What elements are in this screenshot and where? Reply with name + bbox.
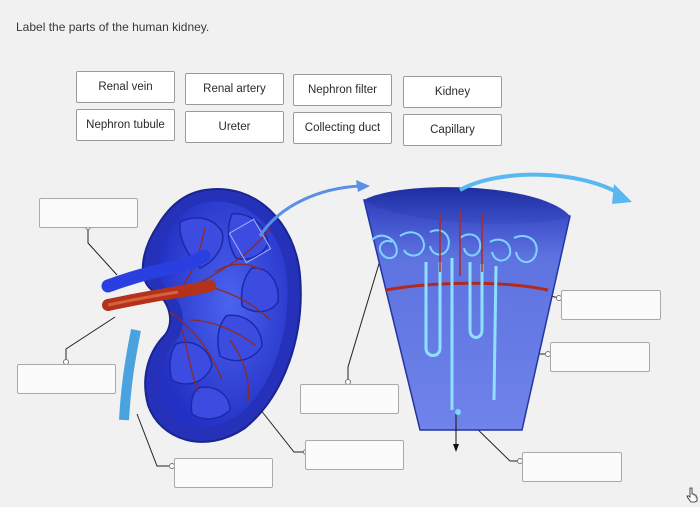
kidney-illustration (101, 187, 302, 443)
label-chip-renal-artery[interactable]: Renal artery (185, 73, 284, 105)
drop-target-2[interactable] (17, 364, 116, 394)
pointer-cursor-icon (686, 487, 698, 503)
drop-target-4[interactable] (305, 440, 404, 470)
label-chip-nephron-filter[interactable]: Nephron filter (293, 74, 392, 106)
nephron-section-illustration (363, 187, 571, 452)
drop-target-7[interactable] (550, 342, 650, 372)
instruction-text: Label the parts of the human kidney. (16, 20, 210, 34)
ureter-tube (119, 329, 141, 421)
label-chip-ureter[interactable]: Ureter (185, 111, 284, 143)
drop-target-8[interactable] (522, 452, 622, 482)
flow-arrow-icon (258, 184, 361, 237)
label-chip-capillary[interactable]: Capillary (403, 114, 502, 146)
label-chip-kidney[interactable]: Kidney (403, 76, 502, 108)
drop-target-5[interactable] (300, 384, 399, 414)
label-chip-collecting-duct[interactable]: Collecting duct (293, 112, 392, 144)
drop-target-1[interactable] (39, 198, 138, 228)
drop-target-6[interactable] (561, 290, 661, 320)
drop-target-3[interactable] (174, 458, 273, 488)
label-chip-renal-vein[interactable]: Renal vein (76, 71, 175, 103)
label-chip-nephron-tubule[interactable]: Nephron tubule (76, 109, 175, 141)
